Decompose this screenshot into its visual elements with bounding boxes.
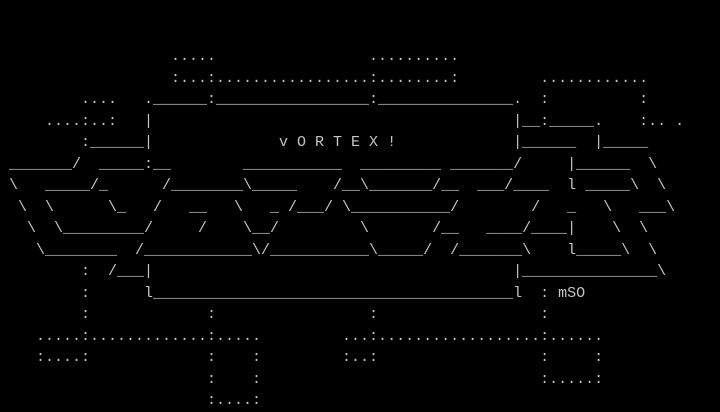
art-line: ....:..: | |__:_____. :.. . <box>0 112 685 130</box>
art-line: _______/ _____:__ ___________ _________ … <box>0 155 658 173</box>
art-line: ..... .......... <box>0 48 460 65</box>
art-line: .....:.............:..... ...:..........… <box>0 327 604 345</box>
art-line: : /___| |_______________\ <box>0 263 667 280</box>
art-line: :...:.................:........: .......… <box>0 69 649 87</box>
art-line: : : : : <box>0 306 550 323</box>
ascii-art-vortex-logo: ..... .......... :...:.................:… <box>0 46 684 412</box>
art-line-title: :______| v O R T E X ! |______ |_____ <box>0 134 649 151</box>
art-line: \________ /____________\/___________\___… <box>0 241 658 259</box>
art-line-signature: : l_____________________________________… <box>0 284 586 302</box>
art-line: : : :.....: <box>0 370 604 388</box>
art-line: :....: <box>0 392 262 409</box>
art-line: .... .______:_________________:_________… <box>0 91 649 108</box>
art-line: \ _____/_ /________\_____ /__\_______/__… <box>0 177 667 194</box>
art-line: \ \ \_ / __ \ _ /___/ \___________/ / _ … <box>0 198 676 216</box>
art-line: \ \_________/ / \__/ \ /__ ____/____| \ … <box>0 220 649 237</box>
art-line: :....: : : :..: : : <box>0 349 604 366</box>
